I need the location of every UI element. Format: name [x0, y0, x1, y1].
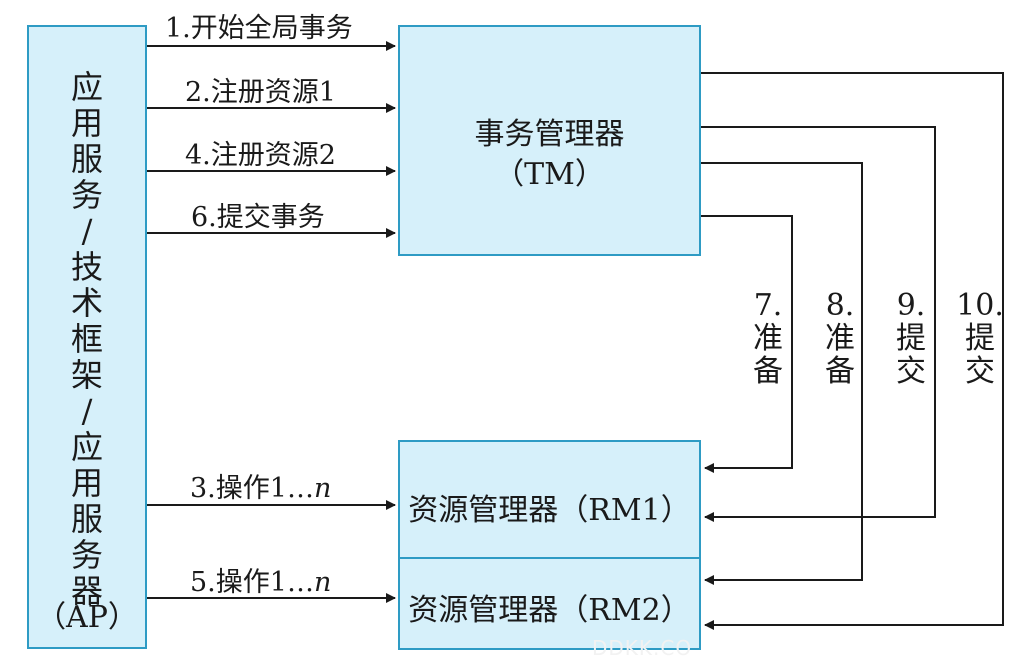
- arrow-9-commit: [701, 126, 936, 522]
- tm-abbr: （TM）: [494, 157, 605, 192]
- ap-label-char: 用: [70, 464, 103, 502]
- ap-label-char: 器: [70, 572, 103, 610]
- ap-abbr: （AP）: [36, 600, 138, 635]
- label-10-commit: 10. 提 交: [950, 289, 1010, 388]
- label-8-prepare: 8. 准 备: [810, 289, 870, 388]
- ap-label-char: 应: [70, 68, 103, 106]
- arrow-8-prepare: [701, 162, 863, 585]
- rm1-label: 资源管理器（RM1）: [400, 485, 699, 529]
- ap-label-char: 应: [70, 428, 103, 466]
- ap-label-char: 服: [70, 500, 103, 538]
- label-8-char-1: 准: [825, 321, 855, 356]
- label-8-char-2: 备: [825, 354, 855, 389]
- arrow-10-commit: [701, 72, 1004, 630]
- label-5-n: n: [313, 567, 332, 598]
- label-10-char-1: 提: [965, 321, 995, 356]
- label-3-operate-1-n: 3.操作1…n: [190, 466, 331, 505]
- label-5-operate-1-n: 5.操作1…n: [190, 560, 331, 599]
- label-5-text: 5.操作1…: [190, 567, 314, 598]
- label-10-num: 10.: [956, 288, 1004, 323]
- label-3-text: 3.操作1…: [190, 473, 314, 504]
- rm2-close: ）: [660, 593, 691, 628]
- ap-label-char: 框: [70, 320, 103, 358]
- tm-box: 事务管理器 （TM）: [398, 25, 701, 256]
- rm1-box: 资源管理器（RM1）: [398, 440, 701, 559]
- ap-label-char: 术: [70, 284, 103, 322]
- ap-label-char: 务: [70, 176, 103, 214]
- rm2-label: 资源管理器（RM2）: [400, 585, 699, 629]
- ap-label-char: 技: [70, 248, 103, 286]
- ap-label-char: 架: [70, 356, 103, 394]
- label-9-char-2: 交: [896, 354, 926, 389]
- label-7-char-2: 备: [753, 354, 783, 389]
- ap-label-char: /: [81, 392, 93, 430]
- ap-box: 应用服务/技术框架/应用服务器 （AP）: [27, 25, 147, 649]
- label-2-register-resource-1: 2.注册资源1: [185, 77, 336, 108]
- label-9-char-1: 提: [896, 321, 926, 356]
- rm1-abbr: RM1: [588, 493, 661, 528]
- ap-label: 应用服务/技术框架/应用服务器: [29, 69, 145, 609]
- rm2-box: 资源管理器（RM2）: [398, 557, 701, 650]
- label-7-num: 7.: [753, 288, 783, 323]
- label-8-num: 8.: [825, 288, 855, 323]
- rm2-abbr: RM2: [588, 593, 661, 628]
- label-10-char-2: 交: [965, 354, 995, 389]
- label-9-commit: 9. 提 交: [881, 289, 941, 388]
- rm1-close: ）: [660, 493, 691, 528]
- label-3-n: n: [313, 473, 332, 504]
- label-6-commit-transaction: 6.提交事务: [191, 202, 325, 233]
- ap-label-char: 务: [70, 536, 103, 574]
- ap-label-char: 服: [70, 140, 103, 178]
- arrow-7-prepare: [701, 215, 793, 473]
- tm-name: 事务管理器: [474, 117, 625, 152]
- label-4-register-resource-2: 4.注册资源2: [185, 140, 336, 171]
- ap-label-char: 用: [70, 104, 103, 142]
- label-7-prepare: 7. 准 备: [738, 289, 798, 388]
- rm2-name: 资源管理器（: [408, 593, 589, 628]
- label-1-begin-global-transaction: 1.开始全局事务: [165, 13, 353, 44]
- label-7-char-1: 准: [753, 321, 783, 356]
- ap-label-char: /: [81, 212, 93, 250]
- rm1-name: 资源管理器（: [408, 493, 589, 528]
- watermark: DDKK.CO: [592, 636, 693, 660]
- label-9-num: 9.: [896, 288, 926, 323]
